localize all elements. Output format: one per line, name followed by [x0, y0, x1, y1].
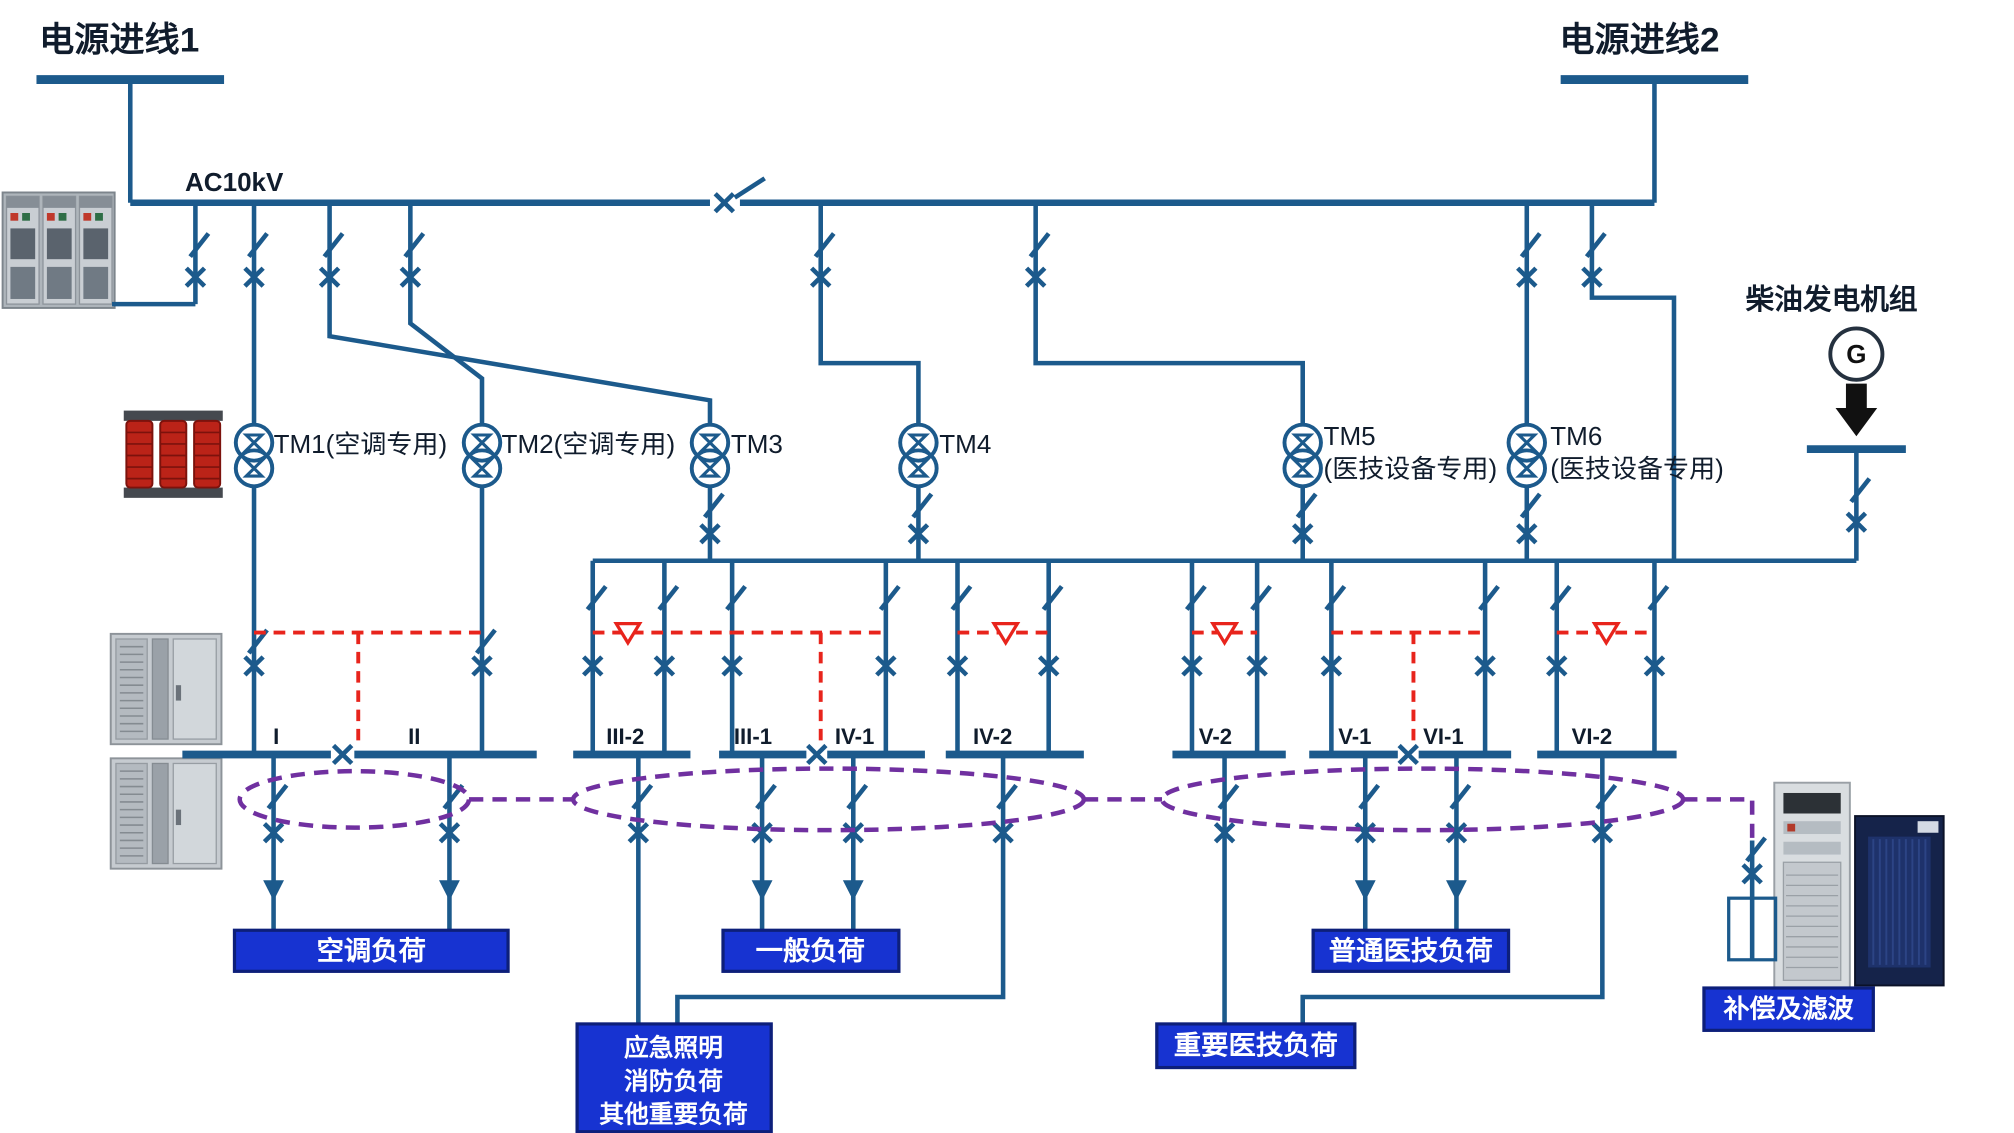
bus-label-v2: V-2: [1199, 724, 1232, 749]
source1-label: 电源进线1: [39, 21, 199, 60]
tm4-label: TM4: [939, 431, 991, 459]
tm3-symbol: [689, 422, 731, 489]
lv-switchboard-photo-1: [109, 632, 223, 746]
bus-label-v1: V-1: [1338, 724, 1371, 749]
bus-label-iii1: III-1: [734, 724, 772, 749]
bus-label-i: I: [273, 724, 279, 749]
important-medical-label: 重要医技负荷: [1174, 1030, 1338, 1061]
bus-label-iv1: IV-1: [835, 724, 874, 749]
atse-triangle-icons: [614, 621, 1620, 645]
compensation-cabinet-photo-1: [1773, 781, 1851, 993]
ordinary-medical-load-box: 普通医技负荷: [1311, 928, 1511, 973]
bus-label-iii2: III-2: [606, 724, 644, 749]
emergency-load-line2: 消防负荷: [624, 1068, 723, 1096]
source2-label: 电源进线2: [1559, 21, 1719, 60]
tm1-symbol: [233, 422, 275, 489]
load-arrow-icons: [263, 880, 1467, 901]
tm2-label: TM2(空调专用): [502, 430, 676, 459]
bus-tie-purple-loops: [237, 766, 1755, 841]
generator-label: 柴油发电机组: [1746, 283, 1918, 316]
diagram-labels: 电源进线1 电源进线2 AC10kV 柴油发电机组 TM1(空调专用) TM2(…: [39, 21, 1917, 750]
bus-label-vi1: VI-1: [1423, 724, 1464, 749]
generator-arrow-icon: [1835, 383, 1878, 437]
tm1-label: TM1(空调专用): [274, 430, 448, 459]
tm2-symbol: [461, 422, 503, 489]
disconnect-blade-icons: [190, 234, 1869, 861]
compensation-filter-box: 补偿及滤波: [1702, 986, 1875, 1032]
tm6-note-label: (医技设备专用): [1550, 454, 1724, 483]
lv-switchboard-photo-2: [109, 757, 223, 870]
bus-voltage-label: AC10kV: [185, 169, 284, 197]
generator-circle-icon: [1828, 326, 1885, 382]
emergency-load-line3: 其他重要负荷: [599, 1100, 747, 1129]
emergency-load-line1: 应急照明: [624, 1033, 723, 1062]
lv-bus-sections: [182, 445, 1906, 759]
tm5-symbol: [1282, 422, 1323, 489]
bus-label-iv2: IV-2: [973, 724, 1012, 749]
emergency-load-box: 应急照明 消防负荷 其他重要负荷: [575, 1022, 773, 1133]
compensation-cabinet-photo-2: [1854, 815, 1945, 987]
tm6-symbol: [1506, 422, 1547, 489]
circuit-lines: [112, 79, 1859, 1024]
bus-label-vi2: VI-2: [1572, 724, 1613, 749]
compensation-label: 补偿及滤波: [1724, 995, 1854, 1024]
ordinary-medical-label: 普通医技负荷: [1329, 935, 1493, 966]
air-load-label: 空调负荷: [317, 935, 426, 966]
important-medical-load-box: 重要医技负荷: [1155, 1022, 1357, 1070]
tm3-label: TM3: [731, 431, 783, 459]
general-load-box: 一般负荷: [721, 928, 901, 973]
bus-label-ii: II: [408, 724, 420, 749]
tm5-note-label: (医技设备专用): [1324, 454, 1498, 483]
air-conditioning-load-box: 空调负荷: [232, 928, 510, 973]
dry-transformer-photo: [123, 410, 223, 498]
tm4-symbol: [898, 422, 939, 489]
hv-switchgear-photo: [1, 191, 116, 309]
load-boxes: 空调负荷 一般负荷 应急照明 消防负荷 其他重要负荷 普通医技负荷 重要医技负荷…: [232, 928, 1875, 1133]
tm5-name-label: TM5: [1324, 423, 1376, 451]
general-load-label: 一般负荷: [756, 935, 865, 966]
diesel-generator: G: [1828, 326, 1885, 437]
generator-symbol-letter: G: [1846, 341, 1866, 369]
tm6-name-label: TM6: [1550, 423, 1602, 451]
